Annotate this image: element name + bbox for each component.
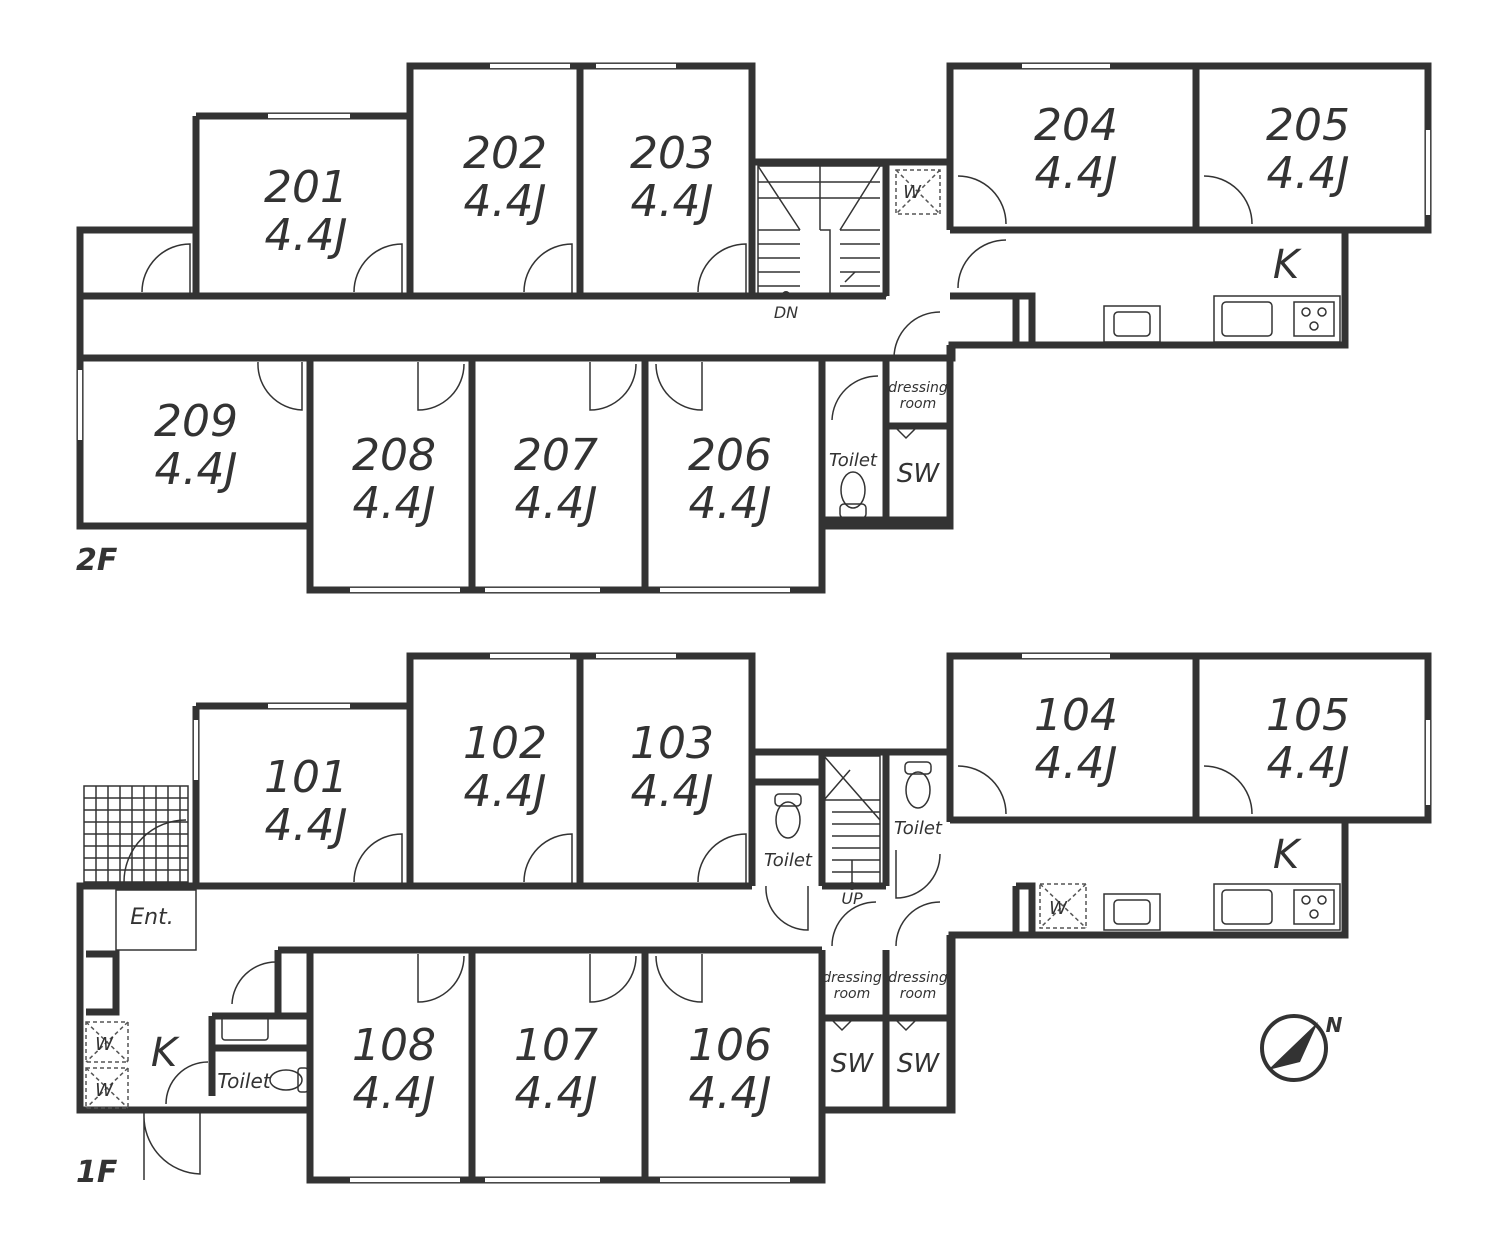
doors-1f <box>123 765 1253 1180</box>
room-206-size: 4.4J <box>689 478 772 529</box>
washer-label-w2: W <box>95 1080 114 1101</box>
dressing-b-line2: room <box>900 986 937 1002</box>
doors-2f <box>141 175 1253 421</box>
rooms-1f: 101 4.4J 102 4.4J 103 4.4J 104 4.4J 105 … <box>264 690 1350 1119</box>
kitchen-label: K <box>1273 242 1302 288</box>
room-208-number: 208 <box>352 430 436 481</box>
washer-label: W <box>903 182 922 203</box>
dressing-a-line1: dressing <box>822 970 882 986</box>
room-106-number: 106 <box>688 1020 772 1071</box>
windows-2f <box>76 62 1432 594</box>
toilet-label-west: Toilet <box>217 1069 271 1093</box>
room-202-size: 4.4J <box>464 176 547 227</box>
room-105-number: 105 <box>1266 690 1350 741</box>
floor-label-2f: 2F <box>76 543 118 578</box>
rooms-2f: 201 4.4J 202 4.4J 203 4.4J 204 4.4J 205 … <box>154 100 1350 529</box>
sw-label-b: SW <box>897 1049 941 1079</box>
room-101-size: 4.4J <box>265 800 348 851</box>
room-108-number: 108 <box>352 1020 436 1071</box>
kitchen-2f: K <box>1103 242 1341 343</box>
stairs-1f: UP <box>823 755 881 908</box>
room-209-number: 209 <box>154 396 238 447</box>
room-207-size: 4.4J <box>515 478 598 529</box>
room-205-number: 205 <box>1266 100 1350 151</box>
room-106-size: 4.4J <box>689 1068 772 1119</box>
dressing-b-line1: dressing <box>888 970 948 986</box>
toilet-label: Toilet <box>829 450 878 471</box>
windows-1f <box>192 652 1432 1184</box>
kitchen-1f: K K <box>151 832 1341 1076</box>
dressing-label-line1: dressing <box>888 380 948 396</box>
room-107-number: 107 <box>514 1020 598 1071</box>
room-103-number: 103 <box>630 718 714 769</box>
washer-label-w1: W <box>95 1034 114 1055</box>
room-102-size: 4.4J <box>464 766 547 817</box>
entrance-tiles <box>83 785 189 883</box>
toilet-label-east: Toilet <box>894 818 943 839</box>
room-203-size: 4.4J <box>631 176 714 227</box>
stairs-2f: DN <box>757 165 887 322</box>
entrance-label: Ent. <box>130 905 173 930</box>
room-202-number: 202 <box>463 128 547 179</box>
washer-label: W <box>1049 898 1068 919</box>
room-205-size: 4.4J <box>1267 148 1350 199</box>
room-102-number: 102 <box>463 718 547 769</box>
room-108-size: 4.4J <box>353 1068 436 1119</box>
room-201-number: 201 <box>264 162 348 213</box>
room-104-number: 104 <box>1034 690 1118 741</box>
dressing-label-line2: room <box>900 396 937 412</box>
room-105-size: 4.4J <box>1267 738 1350 789</box>
toilet-label-stair: Toilet <box>764 850 813 871</box>
floor-2f: DN W K dressing room SW Toilet <box>76 62 1432 594</box>
room-208-size: 4.4J <box>353 478 436 529</box>
stairs-label: DN <box>774 303 798 322</box>
room-209-size: 4.4J <box>155 444 238 495</box>
dressing-a-line2: room <box>834 986 871 1002</box>
room-204-size: 4.4J <box>1035 148 1118 199</box>
room-107-size: 4.4J <box>515 1068 598 1119</box>
room-207-number: 207 <box>514 430 598 481</box>
room-101-number: 101 <box>264 752 348 803</box>
kitchen-label-west: K <box>151 1030 180 1076</box>
floor-1f: Ent. <box>76 652 1432 1190</box>
compass-north-label: N <box>1326 1013 1343 1037</box>
room-206-number: 206 <box>688 430 772 481</box>
washer-2f: W <box>895 169 941 215</box>
compass-icon: N <box>1260 1013 1343 1082</box>
sw-label: SW <box>897 459 941 489</box>
room-201-size: 4.4J <box>265 210 348 261</box>
room-104-size: 4.4J <box>1035 738 1118 789</box>
room-203-number: 203 <box>630 128 714 179</box>
stairs-label: UP <box>841 889 863 908</box>
floor-label-1f: 1F <box>76 1155 118 1190</box>
kitchen-label-east: K <box>1273 832 1302 878</box>
sw-label-a: SW <box>831 1049 875 1079</box>
sanitary-1f: Toilet Toilet Toilet dressing room dress… <box>217 761 948 1093</box>
room-103-size: 4.4J <box>631 766 714 817</box>
sanitary-2f: dressing room SW Toilet <box>829 380 948 519</box>
room-204-number: 204 <box>1034 100 1118 151</box>
washers-1f: W W W <box>85 883 1087 1109</box>
